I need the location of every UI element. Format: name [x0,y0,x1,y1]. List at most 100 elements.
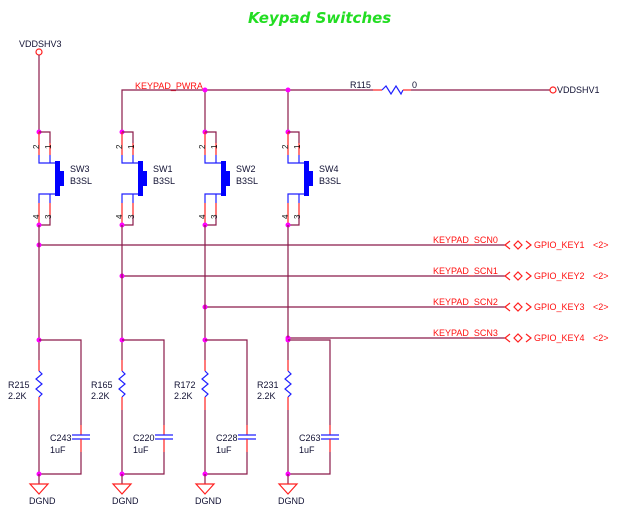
ground-icon [28,483,50,495]
switch-button-icon [226,171,230,186]
offpage-connector-icon [504,240,511,250]
switch-ref: SW3 [70,164,90,174]
pin3-wire [288,215,300,226]
vddshv3-label: VDDSHV3 [19,39,62,49]
offpage-connector-icon [525,240,532,250]
switch-lead [204,193,221,203]
switch-lead [38,193,55,203]
offpage-connector-icon [504,302,511,312]
offpage-connector-icon [525,271,532,281]
switch-ref: SW1 [153,164,173,174]
switch-button-icon [143,171,147,186]
pin-number: 2 [198,144,207,149]
net-label: KEYPAD_SCN1 [433,266,498,276]
pin-number: 2 [115,144,124,149]
resistor-icon [284,370,292,398]
ground-label: DGND [29,496,56,506]
cap-wire [288,452,331,475]
resistor-icon [118,370,126,398]
pin-number: 1 [293,144,302,149]
offpage-connector-icon [513,333,523,343]
resistor-value: 2.2K [91,391,110,401]
pin-number: 1 [44,144,53,149]
switch-lead [121,193,138,203]
pin1-wire [288,131,300,143]
ground-icon [194,483,216,495]
capacitor-ref: C220 [133,433,155,443]
port-label: GPIO_KEY1 [534,240,585,250]
switch-actuator-icon [55,161,60,196]
pin1-wire [39,131,51,143]
net-label: KEYPAD_SCN2 [433,297,498,307]
resistor-ref: R231 [257,380,279,390]
ground-label: DGND [278,496,305,506]
resistor-icon [35,370,43,398]
pin1-wire [205,131,217,143]
pin-number: 3 [44,214,53,219]
switch-lead [38,155,55,164]
cap-wire [205,452,248,475]
resistor-icon [201,370,209,398]
cap-wire [288,339,331,425]
pin-number: 1 [210,144,219,149]
switch-part: B3SL [236,176,258,186]
ground-label: DGND [112,496,139,506]
switch-ref: SW4 [319,164,339,174]
port-label: GPIO_KEY3 [534,302,585,312]
offpage-connector-icon [525,302,532,312]
junction-dot [285,87,291,93]
switch-actuator-icon [221,161,226,196]
switch-ref: SW2 [236,164,256,174]
pin-number: 4 [281,214,290,219]
switch-part: B3SL [70,176,92,186]
r115-value: 0 [412,80,417,90]
switch-button-icon [60,171,64,186]
capacitor-value: 1uF [216,445,232,455]
switch-part: B3SL [153,176,175,186]
switch-actuator-icon [304,161,309,196]
r115-ref: R115 [350,80,371,90]
pin-number: 2 [281,144,290,149]
cap-wire [39,452,82,475]
r115-resistor-icon [381,84,404,96]
port-label: GPIO_KEY4 [534,333,585,343]
pin-number: 3 [293,214,302,219]
ground-icon [111,483,133,495]
ground-label: DGND [195,496,222,506]
pin3-wire [205,215,217,226]
net-label: KEYPAD_SCN0 [433,235,498,245]
pin-number: 4 [115,214,124,219]
cap-wire [39,339,82,425]
cap-wire [122,452,165,475]
vddshv1-label: VDDSHV1 [557,85,600,95]
switch-lead [121,155,138,164]
capacitor-value: 1uF [50,445,66,455]
offpage-connector-icon [513,302,523,312]
capacitor-ref: C263 [299,433,321,443]
resistor-value: 2.2K [257,391,276,401]
pin-number: 3 [210,214,219,219]
junction-dot [202,87,208,93]
switch-lead [204,155,221,164]
offpage-connector-icon [504,333,511,343]
vddshv1-connector-icon [549,86,557,94]
page-ref: <2> [593,333,609,343]
resistor-ref: R215 [8,380,30,390]
capacitor-ref: C243 [50,433,72,443]
ground-icon [277,483,299,495]
schematic-title: Keypad Switches [248,9,391,27]
resistor-value: 2.2K [8,391,27,401]
pin3-wire [39,215,51,226]
offpage-connector-icon [513,240,523,250]
page-ref: <2> [593,302,609,312]
